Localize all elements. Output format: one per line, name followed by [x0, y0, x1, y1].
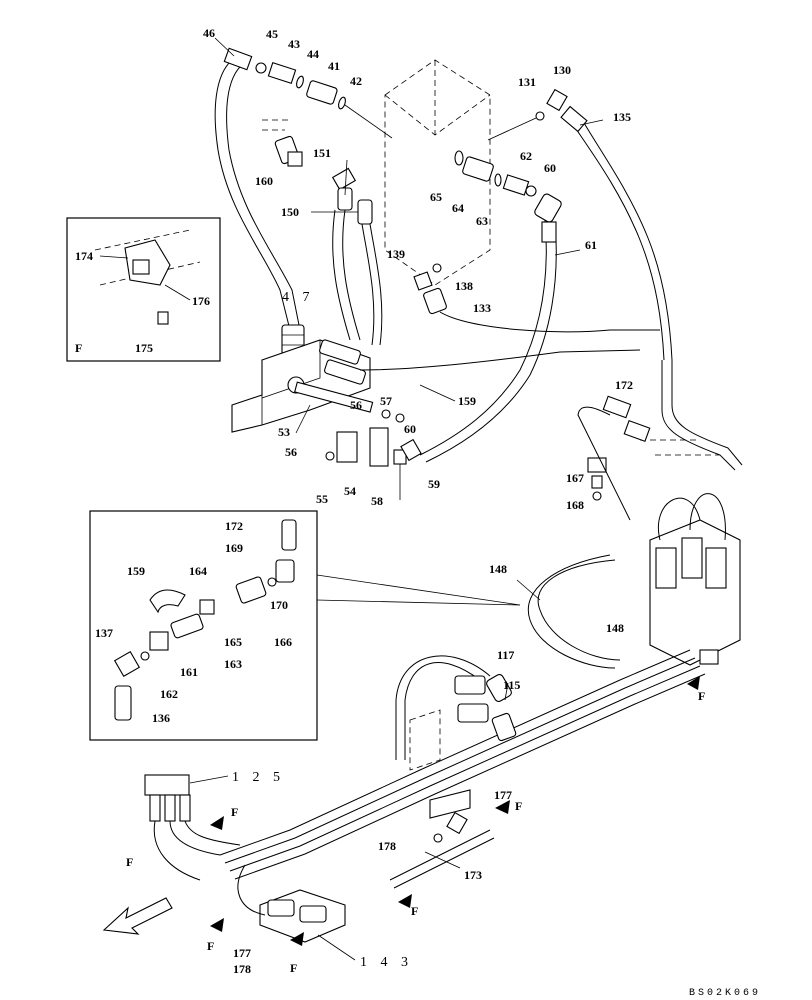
callout-168: 168 [566, 498, 584, 512]
callout-56b: 56 [285, 445, 297, 459]
callout-133: 133 [473, 301, 491, 315]
view-marker-f-1: F [698, 689, 705, 703]
callout-139: 139 [387, 247, 405, 261]
center-hoses-117-115 [395, 655, 517, 771]
callout-125: 1 2 5 [232, 770, 285, 785]
callout-167: 167 [566, 471, 584, 485]
valve-stack-right [649, 493, 741, 666]
valve-block-53 [231, 339, 641, 433]
callout-174: 174 [75, 249, 93, 263]
callout-d159: 159 [127, 564, 145, 578]
callout-160: 160 [255, 174, 273, 188]
inset-f-frame: F 174 176 175 [66, 217, 221, 362]
right-pipe-bundle [640, 360, 743, 471]
direction-arrow-icon [102, 897, 173, 935]
callout-56a: 56 [350, 398, 362, 412]
callout-d162: 162 [160, 687, 178, 701]
callout-46: 46 [203, 26, 215, 40]
hose-46-assembly [214, 47, 305, 358]
callout-57: 57 [380, 394, 392, 408]
drawing-code: BS02K069 [689, 988, 761, 999]
view-markers [210, 676, 700, 946]
callout-47: 4 7 [282, 290, 315, 305]
callout-159: 159 [458, 394, 476, 408]
callout-60a: 60 [544, 161, 556, 175]
mount-bracket-54-58 [325, 409, 422, 500]
fittings-60-65 [454, 150, 562, 223]
view-marker-f-6: F [207, 939, 214, 953]
view-marker-letters: F F F F F F F [126, 689, 705, 975]
callout-d163: 163 [224, 657, 242, 671]
callout-55: 55 [316, 492, 328, 506]
callout-d166: 166 [274, 635, 292, 649]
callout-131: 131 [518, 75, 536, 89]
main-pipe-bundle [219, 554, 706, 880]
callout-65: 65 [430, 190, 442, 204]
view-marker-f-3: F [126, 855, 133, 869]
callout-42: 42 [350, 74, 362, 88]
callout-148a: 148 [489, 562, 507, 576]
callout-175: 175 [135, 341, 153, 355]
hose-135-assembly [487, 88, 673, 361]
leader-lines [189, 37, 604, 961]
hose-61 [419, 219, 557, 463]
callout-d172: 172 [225, 519, 243, 533]
view-marker-f-2: F [231, 805, 238, 819]
callout-172: 172 [615, 378, 633, 392]
view-marker-f-4: F [515, 799, 522, 813]
callout-135: 135 [613, 110, 631, 124]
valve-143 [237, 864, 346, 943]
callout-178b: 178 [233, 962, 251, 976]
callout-176: 176 [192, 294, 210, 308]
callout-58: 58 [371, 494, 383, 508]
callout-d164: 164 [189, 564, 207, 578]
callout-151: 151 [313, 146, 331, 160]
callout-labels: 46 45 43 44 41 42 131 130 135 151 160 15… [203, 26, 633, 976]
view-marker-f-7: F [290, 961, 297, 975]
callout-173: 173 [464, 868, 482, 882]
callout-138: 138 [455, 279, 473, 293]
callout-45: 45 [266, 27, 278, 41]
callout-61: 61 [585, 238, 597, 252]
callout-60b: 60 [404, 422, 416, 436]
clamp-177-178 [389, 789, 495, 889]
fittings-41-45 [255, 61, 393, 139]
callout-54: 54 [344, 484, 356, 498]
inset-f-view-label: F [75, 341, 82, 355]
fittings-133-139 [413, 263, 660, 333]
callout-63: 63 [476, 214, 488, 228]
callout-150: 150 [281, 205, 299, 219]
callout-d136: 136 [152, 711, 170, 725]
callout-53: 53 [278, 425, 290, 439]
inset-detail-frame: 172 169 159 164 170 166 165 163 137 161 … [89, 510, 521, 741]
fitting-167-168 [587, 457, 607, 501]
callout-d165: 165 [224, 635, 242, 649]
callout-130: 130 [553, 63, 571, 77]
callout-117: 117 [497, 648, 514, 662]
callout-d169: 169 [225, 541, 243, 555]
callout-177b: 177 [233, 946, 251, 960]
callout-62: 62 [520, 149, 532, 163]
fitting-172 [577, 395, 651, 521]
callout-178a: 178 [378, 839, 396, 853]
callout-d170: 170 [270, 598, 288, 612]
callout-64: 64 [452, 201, 464, 215]
view-marker-f-5: F [411, 904, 418, 918]
callout-148b: 148 [606, 621, 624, 635]
callout-44: 44 [307, 47, 319, 61]
callout-143: 1 4 3 [360, 955, 413, 970]
callout-41: 41 [328, 59, 340, 73]
callout-59: 59 [428, 477, 440, 491]
fittings-150-160 [274, 135, 383, 346]
callout-d137: 137 [95, 626, 113, 640]
callout-d161: 161 [180, 665, 198, 679]
manifold-125 [144, 774, 241, 881]
reference-outline-valve-block [262, 59, 491, 286]
callout-43: 43 [288, 37, 300, 51]
callout-115: 115 [503, 678, 520, 692]
callout-177a: 177 [494, 788, 512, 802]
